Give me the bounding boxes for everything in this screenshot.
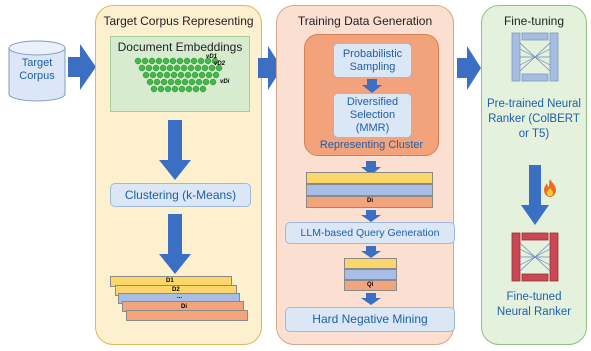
qi-label: Qi [367,282,374,288]
embedding-dots [134,57,223,93]
query-generation-box: LLM-based Query Generation [285,222,455,244]
doc-label-ellipsis: ... [177,294,183,300]
corpus-to-panel1-arrow [68,44,96,90]
panel1-title: Target Corpus Representing [103,14,254,28]
clustering-label: Clustering (k-Means) [124,187,237,202]
di-bar-orange [306,196,433,208]
di-bar-yellow [306,172,433,184]
sampling-to-mmr-arrow [362,79,382,93]
panel2-title: Training Data Generation [297,14,433,28]
panel3-title: Fine-tuning [503,14,565,28]
finetuned-ranker-label: Fine-tuned Neural Ranker [496,291,572,318]
doc-label-i: Di [181,304,187,310]
diversified-selection-box: Diversified Selection (MMR) [333,93,412,138]
clustering-box: Clustering (k-Means) [110,183,251,207]
qi-bar-orange [344,280,397,291]
doc-label-2: D2 [172,287,180,293]
hard-negative-mining-label: Hard Negative Mining [312,312,428,326]
target-corpus-label: Target Corpus [19,57,55,82]
query-generation-label: LLM-based Query Generation [300,226,440,239]
diversified-selection-label: Diversified Selection (MMR) [346,96,399,134]
panel1-to-panel2-arrow [258,46,282,90]
qi-bar-yellow [344,258,397,269]
di-to-query-arrow [361,210,381,222]
doc-label-1: D1 [166,278,174,284]
cluster-to-di-arrow [361,161,381,175]
embeddings-label: Document Embeddings [117,40,243,54]
qi-bar-blue [344,269,397,280]
vec-label-2: vD2 [214,61,226,67]
panel-fine-tuning: Fine-tuning [481,5,587,345]
hard-negative-mining-box: Hard Negative Mining [285,307,455,332]
di-bar-blue [306,184,433,196]
doc-bar-5 [126,310,248,321]
clustering-to-docs-arrow [159,214,191,274]
query-to-qi-arrow [361,246,381,258]
probabilistic-sampling-label: Probabilistic Sampling [342,47,403,73]
qi-to-hardneg-arrow [361,293,381,305]
probabilistic-sampling-box: Probabilistic Sampling [333,43,412,78]
pretrained-network-icon [511,32,559,82]
panel2-to-panel3-arrow [457,46,481,90]
pretrained-ranker-label: Pre-trained Neural Ranker (ColBERT or T5… [487,98,581,140]
di-label: Di [367,198,373,204]
fire-icon [544,179,556,197]
representing-cluster-label: Representing Cluster [319,139,424,151]
pretrained-to-finetuned-arrow [521,165,549,225]
finetuned-network-icon [511,232,559,282]
target-corpus-cylinder [8,40,66,102]
vec-label-1: vD1 [206,54,218,60]
embeddings-to-clustering-arrow [159,120,191,180]
vec-label-i: vDi [220,79,230,85]
